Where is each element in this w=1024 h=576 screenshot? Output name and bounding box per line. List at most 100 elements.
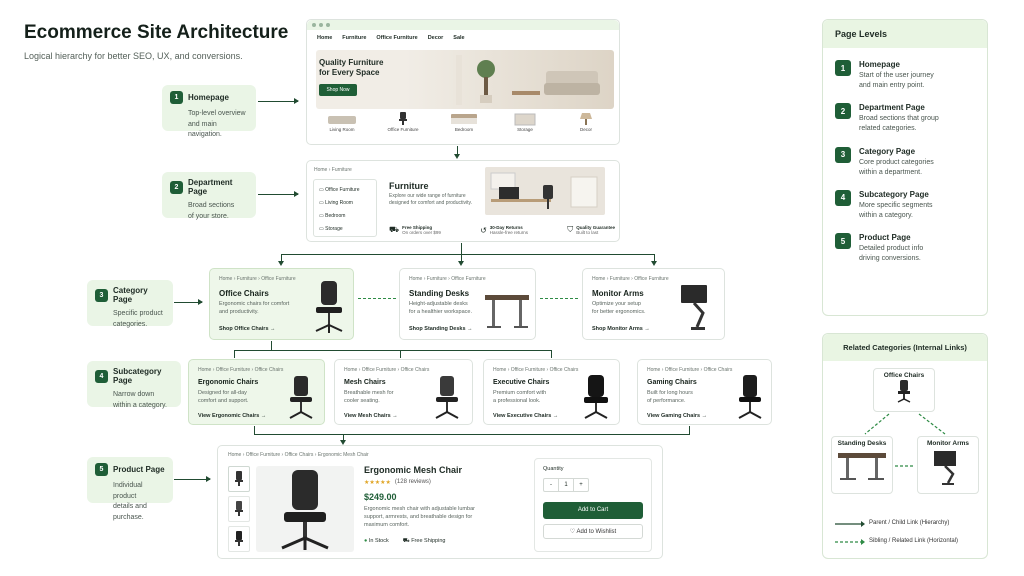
level-description: Specific product categories. xyxy=(113,310,163,328)
connector-line xyxy=(457,146,458,155)
arrow-connector xyxy=(258,191,299,197)
sidebar-item[interactable]: ▭ Office Furniture xyxy=(319,187,360,193)
office-chair-image xyxy=(315,281,343,333)
review-count[interactable]: (128 reviews) xyxy=(394,479,431,485)
category-title: Standing Desks xyxy=(409,289,470,298)
sidebar-item[interactable]: ▭ Storage xyxy=(319,226,343,232)
thumbnail[interactable] xyxy=(228,466,250,492)
related-node-standing-desks[interactable]: Standing Desks xyxy=(831,436,893,494)
subcategory-title: Mesh Chairs xyxy=(344,379,386,386)
nav-link[interactable]: Home xyxy=(317,35,333,41)
standing-desk-image xyxy=(485,295,529,328)
subcategory-card-executive[interactable]: Home › Office Furniture › Office Chairs … xyxy=(483,359,620,425)
category-card-monitor-arms[interactable]: Home › Furniture › Office Furniture Moni… xyxy=(582,268,725,340)
shop-link[interactable]: Shop Office Chairs → xyxy=(219,326,276,332)
view-link[interactable]: View Gaming Chairs → xyxy=(647,413,708,419)
purchase-box: Quantity - 1 + Add to Cart ♡ Add to Wish… xyxy=(534,458,652,552)
sidebar-item[interactable]: ▭ Living Room xyxy=(319,200,353,206)
quantity-value[interactable]: 1 xyxy=(558,479,574,491)
level-description: Top-level overview and main navigation. xyxy=(188,110,246,138)
add-to-cart-button[interactable]: Add to Cart xyxy=(543,502,643,519)
sidebar-item[interactable]: ▭ Bedroom xyxy=(319,213,346,219)
connector-line xyxy=(343,434,344,441)
related-node-monitor-arms[interactable]: Monitor Arms xyxy=(917,436,979,494)
breadcrumb: Home › Furniture › Office Furniture xyxy=(409,276,486,282)
related-links-diagram xyxy=(835,413,946,545)
view-link[interactable]: View Executive Chairs → xyxy=(493,413,559,419)
executive-chair-image xyxy=(584,375,608,419)
shop-link[interactable]: Shop Standing Desks → xyxy=(409,326,473,332)
gaming-chair-image xyxy=(738,375,762,419)
subcategory-card-mesh[interactable]: Home › Office Furniture › Office Chairs … xyxy=(334,359,473,425)
level-number: 3 xyxy=(95,288,108,302)
category-tile[interactable]: Decor xyxy=(561,112,611,132)
connector-line xyxy=(654,254,655,262)
view-link[interactable]: View Mesh Chairs → xyxy=(344,413,398,419)
level-title: Homepage xyxy=(188,93,229,102)
connector-line xyxy=(234,350,552,351)
thumbnail[interactable] xyxy=(228,496,250,522)
sofa-icon xyxy=(328,116,356,124)
category-tile[interactable]: Storage xyxy=(500,112,550,132)
storage-icon xyxy=(514,113,536,126)
department-description: Explore our wide range of furniture desi… xyxy=(389,193,473,207)
nav-link[interactable]: Sale xyxy=(453,35,465,41)
panel-title: Related Categories (Internal Links) xyxy=(823,334,987,361)
standing-desk-image xyxy=(838,453,886,480)
shop-now-button[interactable]: Shop Now xyxy=(319,84,357,96)
category-card-standing-desks[interactable]: Home › Furniture › Office Furniture Stan… xyxy=(399,268,536,340)
category-tile[interactable]: Living Room xyxy=(317,112,367,132)
browser-bar xyxy=(307,20,619,30)
category-description: Ergonomic chairs for comfort and product… xyxy=(219,301,290,315)
thumbnail[interactable] xyxy=(228,526,250,552)
minus-button[interactable]: - xyxy=(550,482,552,488)
nav-link[interactable]: Office Furniture xyxy=(376,35,418,41)
category-card-office-chairs[interactable]: Home › Furniture › Office Furniture Offi… xyxy=(209,268,354,340)
connector-line xyxy=(551,350,552,358)
mesh-chair-image xyxy=(435,376,459,419)
arrow-connector xyxy=(174,299,203,305)
arrow-head xyxy=(340,440,346,445)
category-strip: Living Room Office Furniture Bedroom Sto… xyxy=(317,112,611,132)
related-categories-panel: Related Categories (Internal Links) Offi… xyxy=(822,333,988,559)
subcategory-card-ergonomic[interactable]: Home › Office Furniture › Office Chairs … xyxy=(188,359,325,425)
subcategory-description: Designed for all-day comfort and support… xyxy=(198,390,249,404)
bed-icon xyxy=(451,114,477,124)
connector-line xyxy=(271,341,272,350)
lamp-icon xyxy=(580,113,592,125)
quantity-stepper[interactable]: - 1 + xyxy=(543,478,589,492)
in-stock-icon: ● xyxy=(364,538,368,544)
breadcrumb: Home › Office Furniture › Office Chairs xyxy=(647,367,733,373)
plus-button[interactable]: + xyxy=(579,482,583,488)
connector-line xyxy=(281,254,655,255)
nav-link[interactable]: Furniture xyxy=(342,35,367,41)
subcategory-description: Built for long hours of performance. xyxy=(647,390,693,404)
view-link[interactable]: View Ergonomic Chairs → xyxy=(198,413,267,419)
hero-heading: Quality Furniture for Every Space xyxy=(319,58,384,78)
category-tile[interactable]: Office Furniture xyxy=(378,112,428,132)
page-subtitle: Logical hierarchy for better SEO, UX, an… xyxy=(24,51,243,61)
department-title: Furniture xyxy=(389,181,429,191)
add-to-wishlist-button[interactable]: ♡ Add to Wishlist xyxy=(543,524,643,539)
subcategory-card-gaming[interactable]: Home › Office Furniture › Office Chairs … xyxy=(637,359,772,425)
category-tile[interactable]: Bedroom xyxy=(439,112,489,132)
related-node-office-chairs[interactable]: Office Chairs xyxy=(873,368,935,412)
connector-line xyxy=(254,434,690,435)
connector-line xyxy=(400,350,401,358)
arrow-head xyxy=(278,261,284,266)
category-title: Office Chairs xyxy=(219,289,269,298)
breadcrumb: Home › Office Furniture › Office Chairs … xyxy=(228,452,369,458)
shop-link[interactable]: Shop Monitor Arms → xyxy=(592,326,650,332)
product-meta: ● In Stock ⛟ Free Shipping xyxy=(364,538,446,544)
connector-line xyxy=(461,254,462,262)
subcategory-title: Ergonomic Chairs xyxy=(198,379,259,386)
nav-link[interactable]: Decor xyxy=(427,35,444,41)
product-title: Ergonomic Mesh Chair xyxy=(364,465,463,475)
